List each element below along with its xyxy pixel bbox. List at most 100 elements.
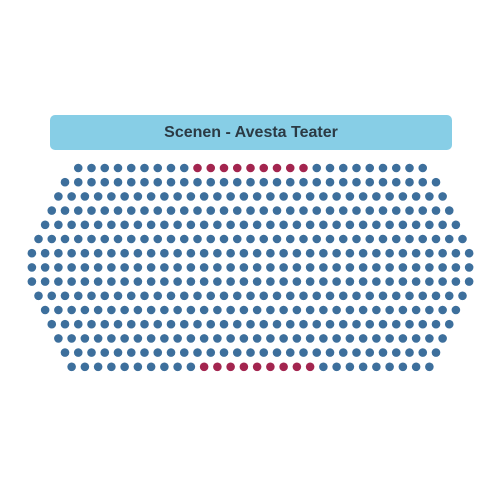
seat[interactable] [411,248,421,258]
seat[interactable] [292,248,302,258]
seat[interactable] [160,362,169,372]
seat[interactable] [160,277,169,286]
seat[interactable] [80,263,90,272]
seat[interactable] [418,319,428,329]
seat[interactable] [252,305,262,315]
seat[interactable] [405,177,414,187]
seat[interactable] [464,248,474,258]
seat[interactable] [54,248,63,258]
seat[interactable] [153,177,163,187]
seat[interactable] [425,263,434,272]
seat[interactable] [431,348,441,357]
seat[interactable] [272,177,282,187]
seat[interactable] [252,334,262,343]
seat[interactable] [133,305,143,315]
seat[interactable] [120,263,129,272]
seat[interactable] [378,348,388,357]
seat[interactable] [391,348,401,357]
seat[interactable] [285,319,295,329]
seat[interactable] [365,348,375,357]
seat[interactable] [411,220,421,230]
seat[interactable] [100,348,110,357]
seat[interactable] [47,206,57,215]
seat[interactable] [398,277,408,286]
seat[interactable] [226,305,235,315]
seat[interactable] [285,206,295,215]
seat[interactable] [325,177,335,187]
seat[interactable] [166,163,176,173]
seat[interactable] [418,206,428,215]
seat[interactable] [206,234,216,244]
seat[interactable] [252,248,262,258]
seat[interactable] [279,334,288,343]
seat[interactable] [312,348,322,357]
seat[interactable] [73,206,83,215]
seat[interactable] [451,305,461,315]
seat[interactable] [219,348,229,357]
seat[interactable] [292,277,302,286]
seat[interactable] [372,305,381,315]
seat[interactable] [179,234,189,244]
seat[interactable] [219,234,229,244]
seat[interactable] [199,277,209,286]
seat[interactable] [166,177,176,187]
seat[interactable] [451,220,461,230]
seat[interactable] [345,248,355,258]
seat[interactable] [60,234,70,244]
seat[interactable] [93,334,103,343]
seat[interactable] [133,334,143,343]
seat[interactable] [365,319,375,329]
seat[interactable] [100,234,110,244]
seat[interactable] [458,234,467,244]
seat[interactable] [179,319,189,329]
seat[interactable] [193,319,202,329]
seat[interactable] [186,263,196,272]
seat[interactable] [372,248,381,258]
seat[interactable] [345,277,355,286]
seat[interactable] [146,334,156,343]
seat[interactable] [60,291,70,301]
seat[interactable] [60,348,70,357]
seat[interactable] [239,334,249,343]
seat[interactable] [405,319,414,329]
seat[interactable] [405,234,414,244]
seat[interactable] [338,177,348,187]
seat[interactable] [352,348,361,357]
seat[interactable] [385,362,394,372]
seat[interactable] [299,291,308,301]
seat[interactable] [54,334,63,343]
seat[interactable] [372,220,381,230]
seat-highlighted[interactable] [219,163,229,173]
seat[interactable] [391,319,401,329]
seat-highlighted[interactable] [199,362,209,372]
seat[interactable] [299,319,308,329]
seat[interactable] [365,163,375,173]
seat[interactable] [418,291,428,301]
seat[interactable] [67,248,76,258]
seat[interactable] [332,334,341,343]
seat[interactable] [292,220,302,230]
seat[interactable] [464,263,474,272]
seat[interactable] [259,206,269,215]
seat[interactable] [213,277,222,286]
seat[interactable] [54,192,63,201]
seat-highlighted[interactable] [259,163,269,173]
seat[interactable] [120,305,129,315]
seat[interactable] [87,291,96,301]
seat[interactable] [325,291,335,301]
seat[interactable] [87,206,96,215]
seat[interactable] [411,362,421,372]
seat[interactable] [87,177,96,187]
seat[interactable] [160,220,169,230]
seat[interactable] [133,220,143,230]
seat[interactable] [126,348,136,357]
seat[interactable] [299,206,308,215]
seat[interactable] [140,206,149,215]
seat[interactable] [126,177,136,187]
seat[interactable] [246,291,255,301]
seat[interactable] [365,291,375,301]
seat[interactable] [140,177,149,187]
seat[interactable] [398,220,408,230]
seat[interactable] [73,234,83,244]
seat[interactable] [27,248,37,258]
